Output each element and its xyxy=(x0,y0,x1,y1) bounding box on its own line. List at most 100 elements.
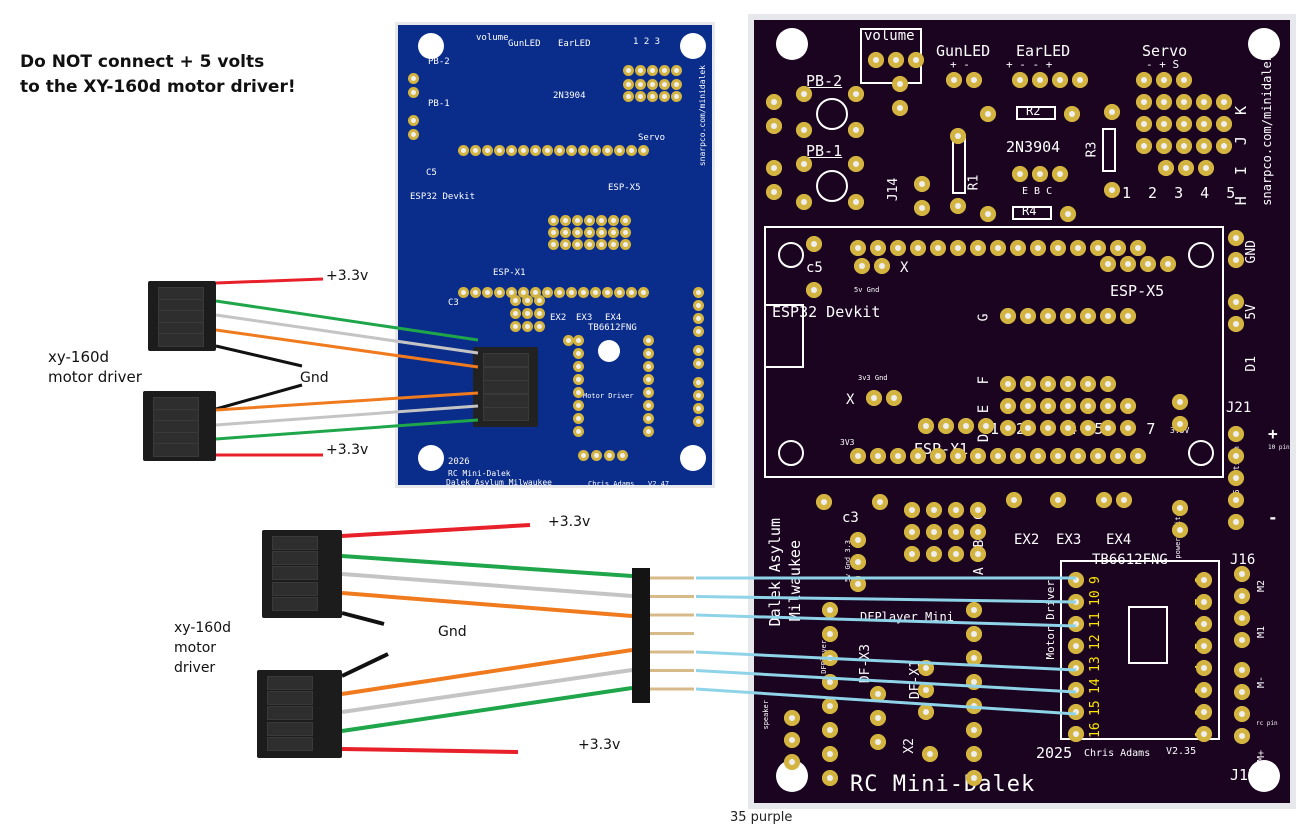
pcb-pad xyxy=(892,100,908,116)
pcb-pad xyxy=(922,746,938,762)
pcb-pad xyxy=(1040,420,1056,436)
pcb-pad xyxy=(870,240,886,256)
pcb-pad xyxy=(948,502,964,518)
pcb-pad xyxy=(1228,492,1244,508)
pcb-pad xyxy=(572,215,583,226)
pcb-pad xyxy=(1064,106,1080,122)
pcb-pad xyxy=(784,754,800,770)
pcb-pad xyxy=(1234,684,1250,700)
pcb-pad xyxy=(1178,160,1194,176)
pcb-pad xyxy=(1196,594,1212,610)
pcb-pad xyxy=(990,448,1006,464)
pcb-pad xyxy=(966,72,982,88)
pcb-pad xyxy=(966,650,982,666)
pcb-pad xyxy=(1100,398,1116,414)
pcb-pad xyxy=(784,732,800,748)
mount-hole xyxy=(418,445,444,471)
pcb-pad xyxy=(659,91,670,102)
pcb-pad xyxy=(1136,72,1152,88)
pcb-pad xyxy=(1172,394,1188,410)
pcb-pad xyxy=(647,91,658,102)
silk-org: Dalek Asylum Milwaukee xyxy=(446,478,552,487)
pcb-pad xyxy=(1068,682,1084,698)
pcb-pad xyxy=(890,240,906,256)
silk-ex4: EX4 xyxy=(605,313,622,323)
pcb-pad xyxy=(766,94,782,110)
pcb-pad xyxy=(1096,492,1112,508)
silk-title: RC Mini-Dalek xyxy=(448,469,511,478)
silk-j21: J21 xyxy=(1226,400,1252,416)
pcb-pad xyxy=(635,79,646,90)
pcb-pad xyxy=(848,86,864,102)
pcb-pad xyxy=(604,450,615,461)
pcb-pad xyxy=(1110,448,1126,464)
pcb-pad xyxy=(914,176,930,192)
pcb-pad xyxy=(408,115,419,126)
pcb-pad xyxy=(1012,72,1028,88)
pcb-pad xyxy=(1228,470,1244,486)
pcb-pad xyxy=(1136,138,1152,154)
silk-volume: volume xyxy=(476,33,509,43)
pcb-pad xyxy=(623,91,634,102)
pcb-pad xyxy=(602,287,613,298)
wire-red xyxy=(215,277,324,285)
pcb-pad xyxy=(958,418,974,434)
pcb-pad xyxy=(1100,376,1116,392)
pcb-pad xyxy=(1080,376,1096,392)
pcb-pad xyxy=(1196,116,1212,132)
pcb-pad xyxy=(1234,662,1250,678)
pcb-pad xyxy=(854,258,870,274)
pcb-pad xyxy=(1160,256,1176,272)
pcb-pad xyxy=(850,532,866,548)
pcb-pad xyxy=(822,770,838,786)
pcb-pad xyxy=(914,200,930,216)
silk-pb2: PB-2 xyxy=(806,72,843,90)
silk-gunled: GunLED xyxy=(508,39,541,49)
pcb-pad xyxy=(870,710,886,726)
wire-black xyxy=(215,344,303,368)
wire-black xyxy=(341,611,385,626)
caption-bottom: 35 purple xyxy=(730,810,793,825)
devkit-hole xyxy=(1188,242,1214,268)
pcb-pad xyxy=(608,215,619,226)
connector-slot xyxy=(483,366,529,381)
warning-line-1: Do NOT connect + 5 volts xyxy=(20,52,265,72)
pcb-pad xyxy=(1050,240,1066,256)
pcb-pad xyxy=(1000,308,1016,324)
pcb-pad xyxy=(647,79,658,90)
silk-3v3: 3V3 xyxy=(840,438,855,447)
pcb-pad xyxy=(1228,230,1244,246)
pcb-pad xyxy=(822,626,838,642)
pcb-pad xyxy=(970,240,986,256)
pcb-pad xyxy=(578,450,589,461)
pcb-pad xyxy=(608,239,619,250)
pcb-pad xyxy=(608,227,619,238)
pcb-pad xyxy=(1228,448,1244,464)
pcb-pad xyxy=(458,287,469,298)
pcb-pad xyxy=(578,287,589,298)
pcb-pad xyxy=(926,524,942,540)
connector-slot xyxy=(267,706,313,721)
silk-servo: Servo xyxy=(638,133,666,143)
wire-orange xyxy=(215,328,479,369)
pcb-pad xyxy=(966,602,982,618)
jumper-wires xyxy=(695,576,1077,716)
pcb-pad xyxy=(638,145,649,156)
header-connector xyxy=(473,347,538,427)
pcb-pad xyxy=(1100,420,1116,436)
pcb-pad xyxy=(806,236,822,252)
silk-j16: J16 xyxy=(1230,552,1256,568)
pcb-pad xyxy=(910,240,926,256)
pcb-pad xyxy=(1090,240,1106,256)
pcb-pad xyxy=(1196,704,1212,720)
wire-orange xyxy=(215,391,479,412)
resistor-r4 xyxy=(1012,206,1052,220)
pcb-pad xyxy=(1176,116,1192,132)
pcb-pad xyxy=(848,156,864,172)
wire-gray xyxy=(341,668,633,714)
mount-hole xyxy=(418,33,444,59)
silk-tb6612: TB6612FNG xyxy=(588,323,637,333)
pcb-pad xyxy=(573,361,584,372)
pcb-pad xyxy=(822,698,838,714)
connector-slot xyxy=(267,721,313,736)
